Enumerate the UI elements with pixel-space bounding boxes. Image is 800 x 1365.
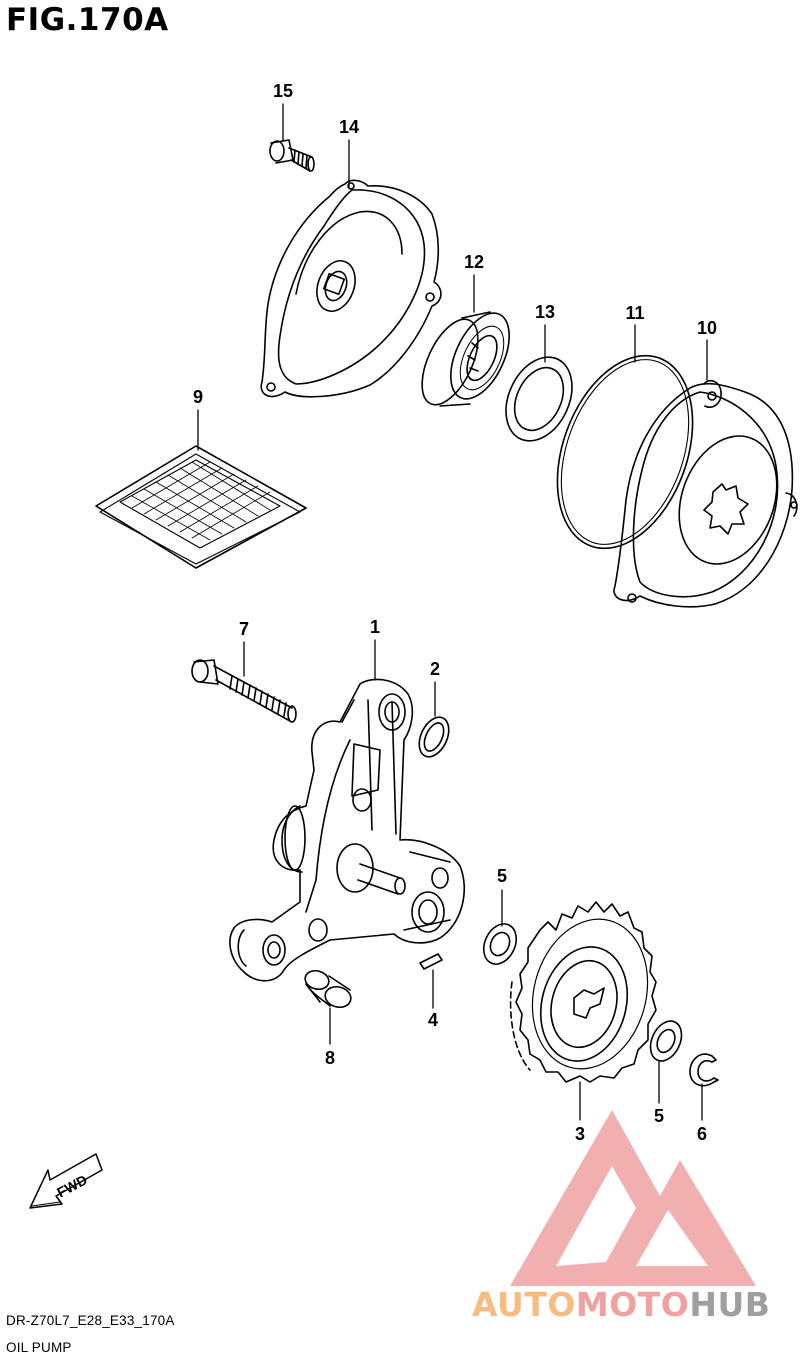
part-14-cover	[260, 179, 442, 398]
callout-14: 14	[338, 117, 360, 137]
watermark-hub: HUB	[689, 1285, 771, 1324]
part-5-washer-upper	[482, 923, 518, 965]
part-6-circlip	[689, 1053, 719, 1087]
section-name: OIL PUMP	[6, 1340, 72, 1355]
callout-7: 7	[238, 619, 250, 639]
automotohub-logo-icon	[510, 1110, 756, 1286]
part-3-gear	[509, 901, 657, 1083]
part-12-oil-seal	[421, 311, 510, 407]
watermark-moto: MOTO	[575, 1285, 690, 1324]
figure-title: FIG.170A	[6, 2, 169, 38]
fwd-label: FWD	[54, 1171, 90, 1200]
callout-12: 12	[463, 252, 485, 272]
callout-13: 13	[534, 302, 556, 322]
callout-4: 4	[427, 1010, 439, 1030]
watermark-auto: AUTO	[472, 1285, 576, 1324]
callout-2: 2	[429, 659, 441, 679]
part-2-o-ring	[418, 716, 450, 758]
watermark-text: AUTOMOTOHUB	[472, 1285, 770, 1324]
callout-8: 8	[324, 1048, 336, 1068]
callout-15: 15	[272, 81, 294, 101]
callout-10: 10	[696, 318, 718, 338]
part-8-bush	[304, 969, 352, 1009]
leader-lines	[197, 103, 708, 1121]
callout-5-upper: 5	[496, 866, 508, 886]
callout-3: 3	[574, 1124, 586, 1144]
part-10-pump-cover	[613, 379, 798, 608]
callout-1: 1	[369, 617, 381, 637]
part-5-washer-lower	[649, 1020, 683, 1062]
callout-9: 9	[192, 387, 204, 407]
part-9-strainer-screen	[95, 445, 307, 569]
model-code: DR-Z70L7_E28_E33_170A	[6, 1313, 175, 1328]
callout-5-lower: 5	[653, 1106, 665, 1126]
fwd-arrow-icon: FWD	[29, 1153, 103, 1209]
part-15-bolt	[269, 139, 315, 172]
callout-6: 6	[696, 1124, 708, 1144]
part-4-pin	[419, 953, 443, 970]
part-7-bolt	[191, 659, 297, 723]
part-1-pump-body	[229, 678, 466, 982]
part-11-o-ring	[556, 354, 694, 550]
callout-11: 11	[625, 303, 645, 323]
part-13-washer	[505, 356, 573, 442]
